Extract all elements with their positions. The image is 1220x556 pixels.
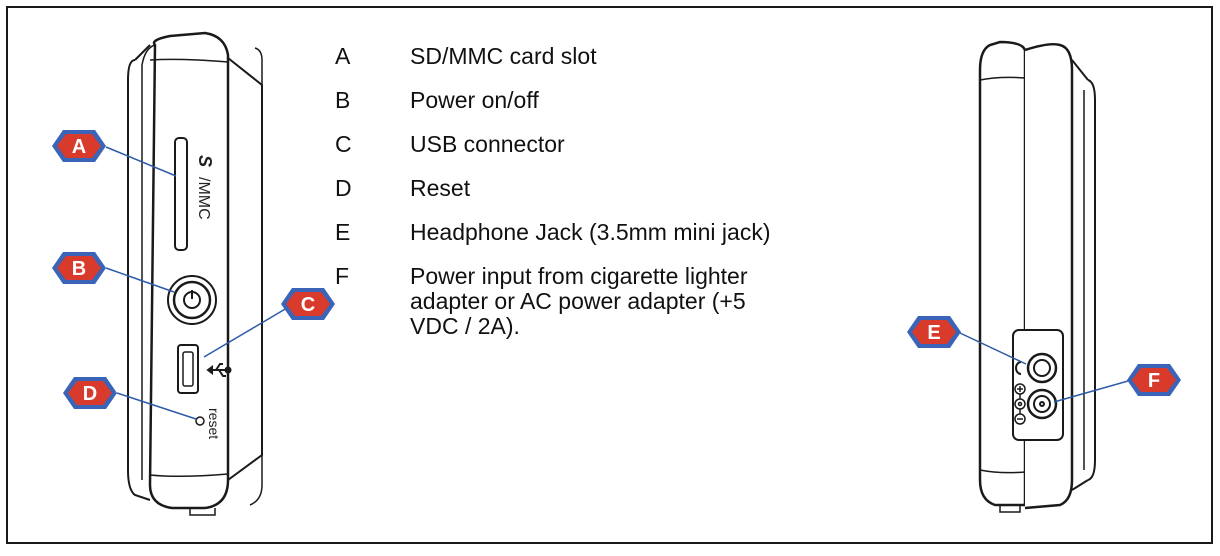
headphone-icon (1015, 361, 1022, 375)
legend-text: Reset (410, 175, 471, 201)
callout-e: E (907, 316, 961, 348)
usb-icon (206, 363, 232, 377)
left-device-side-view (127, 31, 263, 516)
legend-text: Power input from cigarette lighter adapt… (410, 263, 748, 339)
callout-f: F (1127, 364, 1181, 396)
callout-a: A (52, 130, 106, 162)
legend-key: B (335, 87, 351, 113)
legend-key: E (335, 219, 351, 245)
callout-b: B (52, 252, 106, 284)
callout-c: C (281, 288, 335, 320)
legend-key: C (335, 131, 352, 157)
legend-text: Power on/off (410, 87, 539, 113)
legend-key: A (335, 43, 351, 69)
polarity-icon (1014, 383, 1026, 425)
callout-d-letter: D (83, 383, 97, 405)
legend-text: SD/MMC card slot (410, 43, 597, 69)
reset-text: reset (206, 408, 222, 439)
callout-b-letter: B (72, 258, 86, 280)
legend-text: USB connector (410, 131, 565, 157)
legend-key: D (335, 175, 352, 201)
right-device-side-view (978, 40, 1096, 513)
sd-logo: S (195, 155, 215, 167)
callout-d: D (63, 377, 117, 409)
callout-lines (105, 146, 1129, 420)
legend-key: F (335, 263, 350, 289)
sd-mmc-label: S /MMC (195, 155, 215, 220)
legend-text: Headphone Jack (3.5mm mini jack) (410, 219, 771, 245)
callout-f-letter: F (1148, 370, 1160, 392)
callout-a-letter: A (72, 136, 86, 158)
reset-label: reset (206, 408, 222, 439)
callout-e-letter: E (927, 322, 940, 344)
mmc-text: /MMC (195, 177, 212, 220)
callout-c-letter: C (301, 294, 315, 316)
